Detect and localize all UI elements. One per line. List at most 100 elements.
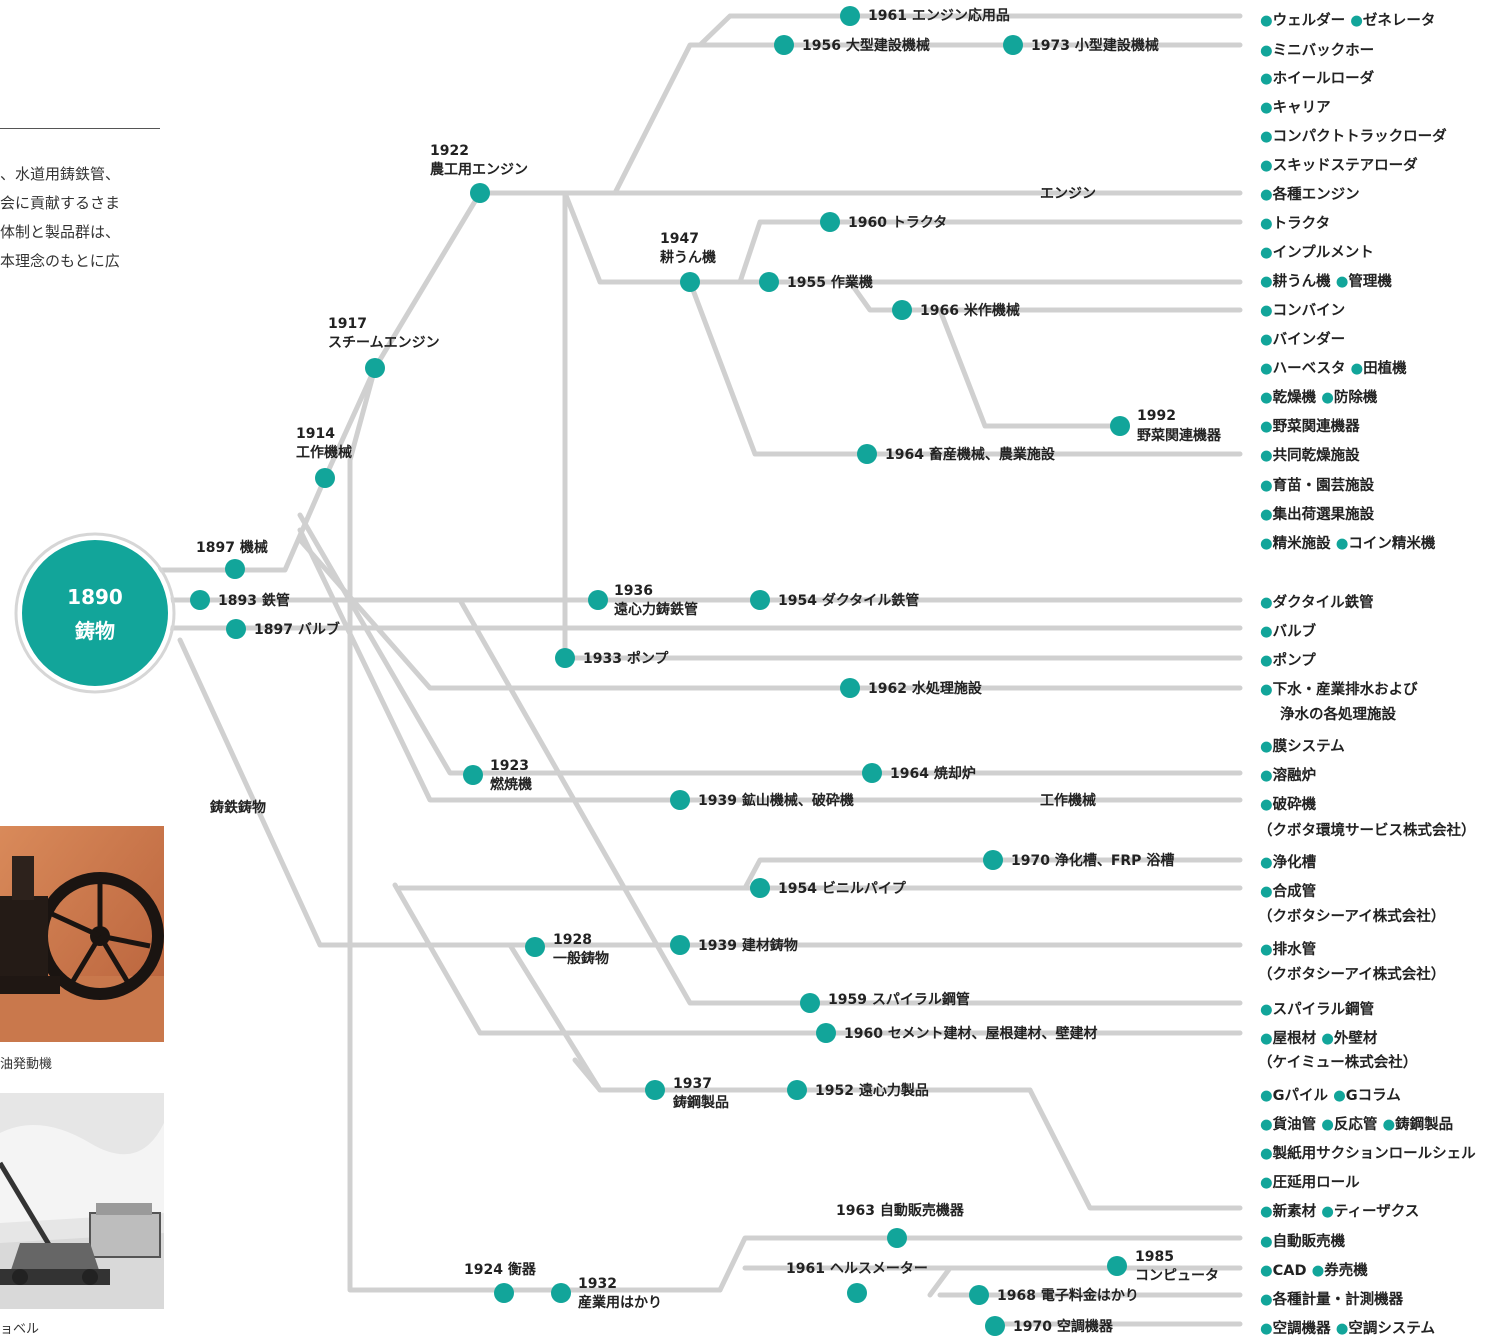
intro-text: 、水道用鋳鉄管、 会に貢献するさま 体制と製品群は、 本理念のもとに広 <box>0 160 170 276</box>
node-dot <box>525 937 545 957</box>
node-label: 遠心力鋳鉄管 <box>614 601 698 618</box>
node-dot <box>816 1023 836 1043</box>
node-dot <box>840 678 860 698</box>
product-item: ●下水・産業排水および <box>1260 680 1418 698</box>
product-item: ●合成管 <box>1260 882 1316 900</box>
node-dot <box>847 1283 867 1303</box>
node-dot <box>787 1080 807 1100</box>
node-label: 1922 <box>430 143 469 159</box>
node-label: 1964 畜産機械、農業施設 <box>885 446 1056 463</box>
product-item: ●破砕機 <box>1260 795 1317 813</box>
intro-rule <box>0 128 160 129</box>
node-label: 1914 <box>296 426 335 442</box>
product-item: ●ホイールローダ <box>1260 69 1375 87</box>
intro-line: 会に貢献するさま <box>0 194 121 212</box>
node-label: 1956 大型建設機械 <box>802 37 930 54</box>
product-item: ●Gパイル ●Gコラム <box>1260 1087 1401 1104</box>
intro-line: 本理念のもとに広 <box>0 252 120 270</box>
product-item: ●コンバイン <box>1260 302 1345 319</box>
product-item: ●野菜関連機器 <box>1260 417 1360 435</box>
node-dot <box>750 878 770 898</box>
branch-lines <box>157 13 1243 1327</box>
node-label: 1960 トラクタ <box>848 215 947 231</box>
product-item: ●ミニバックホー <box>1260 42 1374 59</box>
shovel-photo <box>0 1093 164 1309</box>
node-label: 1893 鉄管 <box>218 592 290 609</box>
node-label: 1952 遠心力製品 <box>815 1082 929 1099</box>
product-item: ●製紙用サクションロールシェル <box>1260 1144 1476 1162</box>
node-label: 1970 浄化槽、FRP 浴槽 <box>1011 852 1174 869</box>
root-label: 鋳物 <box>75 619 115 643</box>
product-item: （ケイミュー株式会社） <box>1258 1053 1417 1071</box>
node-label: 工作機械 <box>296 444 352 461</box>
node-label: 1954 ダクタイル鉄管 <box>778 592 919 609</box>
product-item: ●空調機器 ●空調システム <box>1260 1319 1435 1337</box>
node-label: 1963 自動販売機器 <box>836 1202 965 1219</box>
node-label: 1961 ヘルスメーター <box>786 1261 928 1277</box>
node-dots <box>190 6 1130 1336</box>
shovel-caption: ョベル <box>0 1322 40 1337</box>
node-dot <box>555 648 575 668</box>
node-dot <box>226 619 246 639</box>
product-item: ●浄化槽 <box>1260 853 1317 871</box>
node-label: 農工用エンジン <box>430 161 528 178</box>
node-dot <box>645 1080 665 1100</box>
product-item: ●ウェルダー ●ゼネレータ <box>1260 11 1435 29</box>
product-item: ●トラクタ <box>1260 215 1330 232</box>
product-item: ●スキッドステアローダ <box>1260 156 1418 174</box>
node-label: 鋳鋼製品 <box>673 1094 729 1111</box>
node-label: 燃焼機 <box>490 776 532 793</box>
product-list: ●ウェルダー ●ゼネレータ●ミニバックホー●ホイールローダ●キャリア●コンパクト… <box>1258 11 1476 1337</box>
product-item: ●貨油管 ●反応管 ●鋳鋼製品 <box>1260 1115 1453 1133</box>
product-item: ●バルブ <box>1260 622 1317 640</box>
intro-line: 、水道用鋳鉄管、 <box>0 165 121 183</box>
product-item: （クボタ環境サービス株式会社） <box>1258 821 1476 839</box>
node-dot <box>862 763 882 783</box>
product-item: ●耕うん機 ●管理機 <box>1260 272 1392 290</box>
node-dot <box>551 1283 571 1303</box>
product-item: ●自動販売機 <box>1260 1232 1346 1250</box>
node-labels: 1897 機械 1893 鉄管 1897 バルブ 鋳鉄鋳物 1914 工作機械 … <box>196 7 1222 1335</box>
product-item: ●CAD ●券売機 <box>1260 1261 1368 1279</box>
node-label: 工作機械 <box>1040 792 1096 809</box>
node-dot <box>887 1228 907 1248</box>
node-label: 一般鋳物 <box>553 950 609 967</box>
node-label: 産業用はかり <box>578 1294 662 1311</box>
node-dot <box>1003 35 1023 55</box>
product-item: ●バインダー <box>1260 330 1345 348</box>
node-label: 1962 水処理施設 <box>868 680 983 697</box>
product-item: ●ポンプ <box>1260 651 1316 669</box>
node-label: 1937 <box>673 1076 712 1092</box>
node-dot <box>800 993 820 1013</box>
product-item: ●排水管 <box>1260 940 1316 958</box>
node-label: 耕うん機 <box>660 249 716 266</box>
node-label: 1968 電子料金はかり <box>997 1287 1139 1304</box>
product-item: ●圧延用ロール <box>1260 1173 1360 1191</box>
node-label: エンジン <box>1040 186 1096 202</box>
intro-line: 体制と製品群は、 <box>0 223 121 241</box>
node-dot <box>750 590 770 610</box>
node-label: 1960 セメント建材、屋根建材、壁建材 <box>844 1025 1098 1042</box>
node-dot <box>470 183 490 203</box>
node-label: 1973 小型建設機械 <box>1031 37 1159 54</box>
node-label: 1924 衡器 <box>464 1261 537 1278</box>
product-item: ●各種計量・計測機器 <box>1260 1290 1404 1308</box>
node-label: 1933 ポンプ <box>583 650 669 667</box>
node-label: 1936 <box>614 583 653 599</box>
node-label: 1947 <box>660 231 699 247</box>
node-dot <box>588 590 608 610</box>
node-label: 1961 エンジン応用品 <box>868 7 1010 24</box>
node-dot <box>969 1285 989 1305</box>
node-dot <box>225 559 245 579</box>
product-item: ●溶融炉 <box>1260 766 1316 784</box>
node-label: コンピュータ <box>1135 1268 1219 1284</box>
node-dot <box>680 272 700 292</box>
node-label: スチームエンジン <box>328 335 440 351</box>
node-label: 1954 ビニルパイプ <box>778 881 907 897</box>
product-item: ●ダクタイル鉄管 <box>1260 593 1374 611</box>
node-dot <box>983 850 1003 870</box>
node-dot <box>494 1283 514 1303</box>
product-item: 浄水の各処理施設 <box>1280 705 1396 723</box>
oil-engine-caption: 油発動機 <box>0 1057 53 1072</box>
